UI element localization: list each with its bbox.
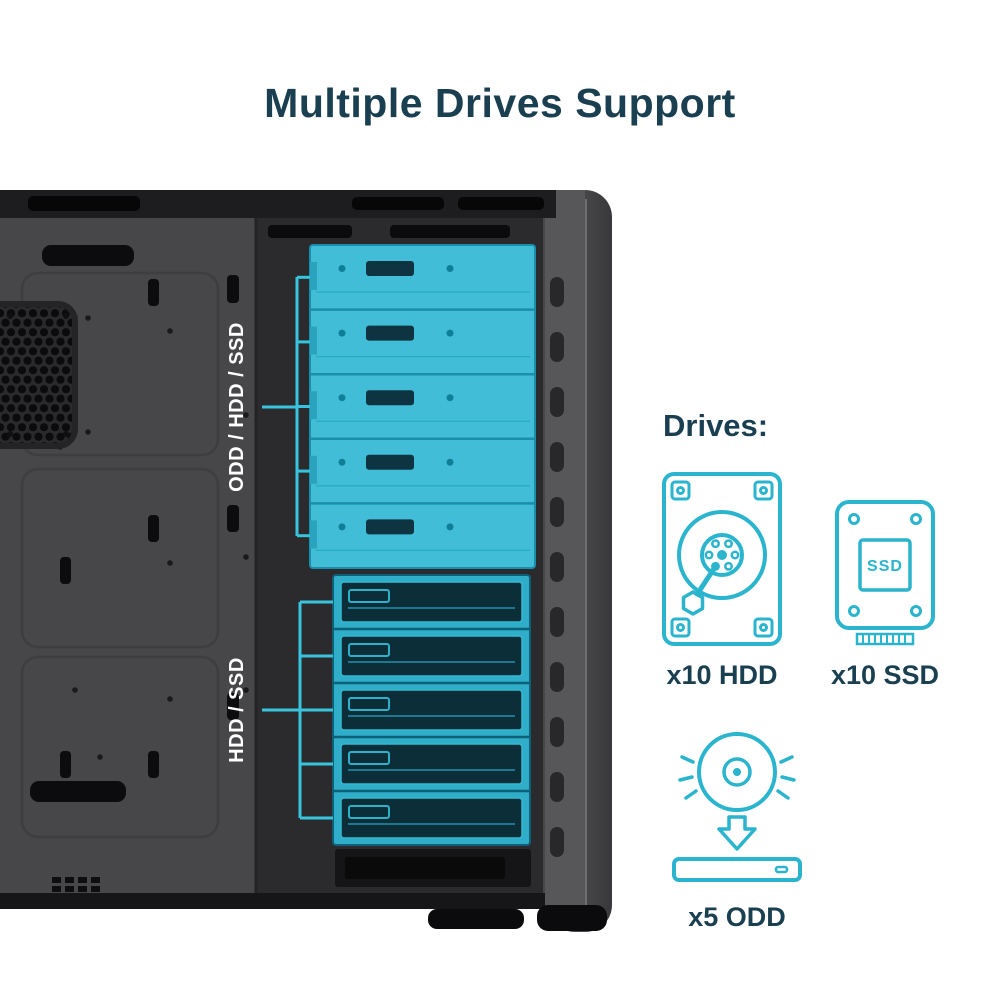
pc-case-graphic: ODD / HDD / SSD HDD / SSD bbox=[0, 190, 612, 932]
bottom-drive-cage bbox=[332, 574, 531, 887]
bezel-clips bbox=[550, 277, 564, 857]
hdd-count-label: x10 HDD bbox=[666, 660, 778, 690]
fan-vent bbox=[0, 301, 78, 449]
page-title: Multiple Drives Support bbox=[264, 80, 736, 126]
bottom-drive-bays bbox=[333, 581, 530, 839]
odd-item: x5 ODD bbox=[662, 720, 812, 933]
odd-icon bbox=[672, 732, 802, 882]
bottom-bays-label: HDD / SSD bbox=[226, 657, 248, 763]
drives-heading: Drives: bbox=[663, 408, 769, 443]
bottom-vent-grid bbox=[52, 877, 100, 892]
case-foot bbox=[537, 905, 607, 931]
top-drive-bays bbox=[310, 261, 535, 552]
ssd-count-label: x10 SSD bbox=[830, 660, 940, 690]
odd-count-label: x5 ODD bbox=[688, 902, 786, 932]
hdd-icon bbox=[662, 472, 782, 646]
ssd-item: SSD x10 SSD bbox=[830, 498, 940, 691]
bay-annotation-brackets bbox=[262, 275, 333, 820]
case-foot bbox=[428, 909, 524, 929]
front-bezel bbox=[543, 190, 585, 906]
case-bottom bbox=[0, 893, 607, 931]
hdd-item: x10 HDD bbox=[660, 470, 784, 691]
ssd-badge-text: SSD bbox=[867, 558, 903, 575]
ssd-icon: SSD bbox=[835, 500, 935, 646]
case-top-panel bbox=[0, 190, 556, 218]
top-bays-label: ODD / HDD / SSD bbox=[226, 322, 248, 492]
top-drive-cage bbox=[309, 244, 536, 569]
case-illustration: ODD / HDD / SSD HDD / SSD bbox=[0, 185, 615, 940]
